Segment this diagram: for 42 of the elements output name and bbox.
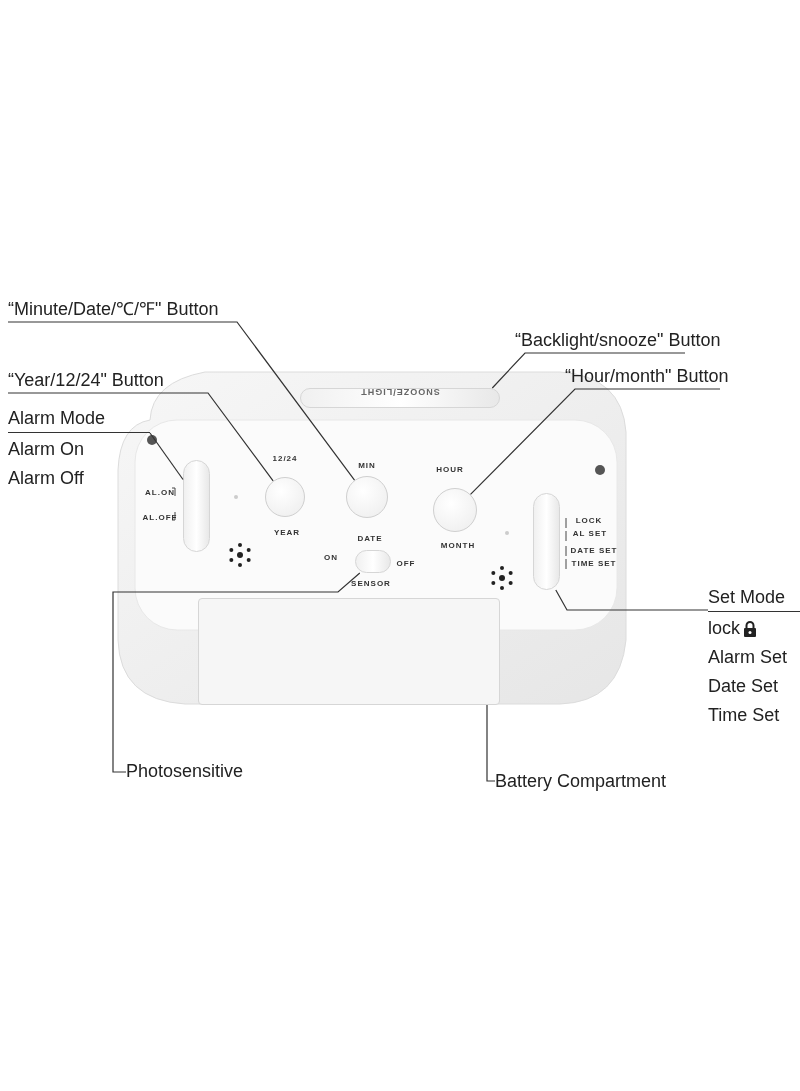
- callout-text: Photosensitive: [126, 762, 244, 780]
- leader-line: [7, 321, 356, 481]
- printed-label: AL.ON: [145, 487, 175, 497]
- printed-label: DATE: [357, 533, 383, 543]
- callout-text: Alarm Set: [708, 647, 788, 667]
- callout-text: Alarm Mode: [8, 408, 106, 428]
- leader-line: [112, 572, 361, 773]
- leader-line: [486, 704, 496, 782]
- printed-label: YEAR: [273, 527, 301, 537]
- printed-label: HOUR: [436, 464, 464, 474]
- callout-text: Alarm Off: [8, 468, 84, 488]
- leader-line: [469, 388, 721, 495]
- leader-line: [149, 432, 184, 481]
- printed-label: MIN: [358, 460, 376, 470]
- printed-label: LOCK: [575, 515, 603, 525]
- leader-line: [7, 392, 274, 482]
- callout-text: “Hour/month" Button: [565, 367, 729, 385]
- battery-cover: [198, 598, 500, 705]
- printed-label: SNOOZE/LIGHT: [360, 387, 440, 397]
- slide-switch: [183, 460, 210, 552]
- callout-text: Date Set: [708, 676, 779, 696]
- printed-label: MONTH: [440, 540, 476, 550]
- callout-text: “Minute/Date/℃/℉" Button: [8, 300, 219, 318]
- printed-label: OFF: [396, 558, 416, 568]
- callout-text: “Year/12/24" Button: [8, 371, 164, 389]
- callout-text: Battery Compartment: [495, 772, 667, 790]
- callout-text: Alarm On: [8, 439, 85, 459]
- callout-text: Time Set: [708, 705, 780, 725]
- leader-line: [555, 589, 709, 611]
- leader-line: [491, 352, 686, 389]
- snooze-bar: [300, 388, 500, 408]
- printed-label: AL SET: [572, 528, 608, 538]
- printed-label: ON: [324, 552, 338, 562]
- slide-switch: [533, 493, 560, 590]
- callout-text: “Backlight/snooze" Button: [515, 331, 721, 349]
- callout-text: lock: [708, 617, 740, 640]
- printed-label: TIME SET: [571, 558, 617, 568]
- printed-label: SENSOR: [351, 578, 391, 588]
- printed-label: DATE SET: [570, 545, 618, 555]
- callout-text: Set Mode: [708, 587, 786, 607]
- printed-label: 12/24: [272, 453, 298, 463]
- printed-label: AL.OFF: [142, 512, 178, 522]
